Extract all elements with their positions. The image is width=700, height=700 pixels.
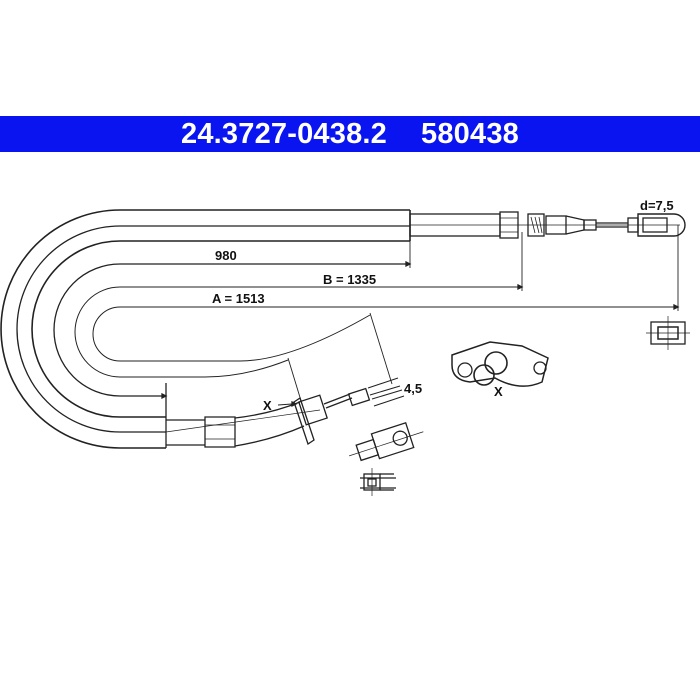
bracket-plate	[451, 341, 549, 387]
clevis-detail	[349, 421, 424, 462]
detail-x-bracket-label: X	[494, 384, 503, 399]
sheath-outer-line	[0, 209, 410, 449]
ferrule-nut	[499, 211, 519, 239]
dim-a-line	[92, 306, 678, 362]
end-nipple	[637, 213, 686, 237]
sheath-center-line	[16, 225, 410, 433]
dim-fork-label: 4,5	[404, 381, 422, 396]
grommet	[293, 396, 315, 446]
dim-b-label: B = 1335	[323, 272, 376, 287]
detail-x-left-label: X	[263, 398, 272, 413]
reference-number: 580438	[421, 117, 519, 150]
part-number: 24.3727-0438.2	[181, 117, 387, 150]
fork-section-view	[360, 468, 396, 496]
dim-980-line	[53, 263, 410, 397]
left-crimp	[204, 416, 236, 448]
dim-a-label: A = 1513	[212, 291, 265, 306]
ferrule-spring	[527, 213, 545, 237]
title-banner: 24.3727-0438.2 580438	[0, 116, 700, 152]
left-sheath-end	[166, 419, 205, 446]
dim-980-label: 980	[215, 248, 237, 263]
fork-body	[347, 387, 371, 407]
dim-b-line	[74, 286, 522, 378]
dim-d-label: d=7,5	[640, 198, 674, 213]
sheath-inner-line	[31, 240, 410, 418]
